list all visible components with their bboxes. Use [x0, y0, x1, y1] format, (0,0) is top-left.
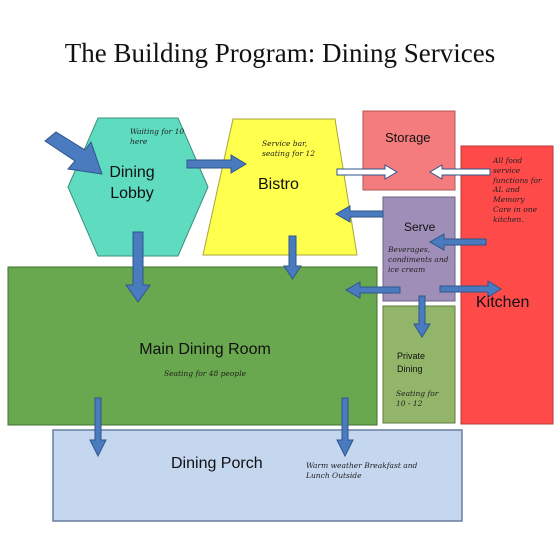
kitchen-box [460, 145, 554, 425]
serve-to-kitchen-arrow [439, 280, 502, 298]
serve-to-bistro-arrow [334, 205, 384, 223]
serve-note: Beverages, condiments and ice cream [388, 245, 449, 274]
bistro-label: Bistro [258, 176, 299, 193]
kitchen-label: Kitchen [476, 294, 530, 311]
page-title: The Building Program: Dining Services [64, 38, 496, 68]
bistro-note: Service bar, seating for 12 [262, 139, 315, 158]
main-dining-room-box [7, 266, 378, 426]
serve-to-private-arrow [413, 295, 431, 338]
main-to-porch-arrow-right [336, 397, 354, 458]
storage-label: Storage [385, 130, 431, 145]
lobby-to-bistro-arrow [186, 154, 247, 174]
private-dining-label: Private Dining [397, 351, 426, 374]
serve-label: Serve [404, 220, 436, 234]
kitchen-to-serve-arrow [428, 233, 487, 251]
main-to-porch-arrow-left [89, 397, 107, 458]
storage-to-bistro-outline-arrow [336, 164, 398, 180]
dining-porch-note: Warm weather Breakfast and Lunch Outside [306, 461, 418, 480]
kitchen-note: All food service functions for AL and Me… [493, 156, 542, 224]
entry-arrow [44, 131, 103, 175]
main-dining-room-label: Main Dining Room [139, 341, 271, 358]
lobby-to-main-arrow [125, 231, 151, 303]
dining-porch-label: Dining Porch [171, 455, 263, 472]
dining-lobby-label: Dining Lobby [109, 164, 155, 202]
private-dining-note: Seating for 10 - 12 [396, 389, 439, 408]
main-dining-room-note: Seating for 48 people [163, 369, 247, 378]
dining-lobby-note: Waiting for 10 here [130, 127, 185, 146]
kitchen-to-storage-outline-arrow [429, 164, 491, 180]
bistro-shape [202, 118, 358, 256]
serve-to-main-arrow [344, 281, 401, 299]
dining-porch-box [52, 429, 463, 522]
bistro-to-main-arrow [283, 235, 302, 280]
dining-lobby-hexagon [67, 117, 209, 257]
